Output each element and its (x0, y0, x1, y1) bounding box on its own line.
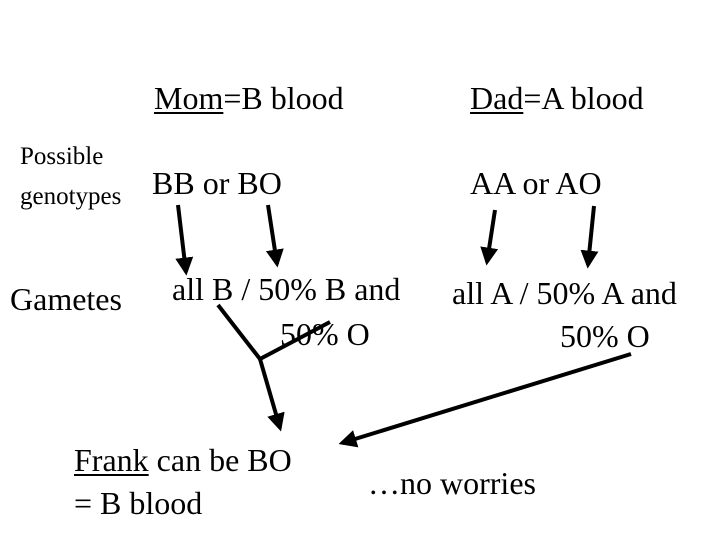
mom-genotypes: BB or BO (152, 165, 282, 201)
frank-conclusion: Frank can be BO (74, 444, 292, 476)
gametes-label: Gametes (10, 281, 122, 317)
dad-gametes-line2: 50% O (560, 318, 650, 354)
dad-aa-arrow (480, 209, 499, 266)
genotypes-label-line2: genotypes (20, 183, 122, 210)
dad-genotypes: AA or AO (470, 165, 602, 201)
mom-header: Mom=B blood (154, 82, 344, 114)
genotypes-label-line1: Possible (20, 143, 104, 170)
mom-to-frank-arrow (258, 358, 285, 432)
frank-name: Frank (74, 442, 149, 478)
mom-label: Mom (154, 80, 224, 116)
dad-to-frank-arrow (338, 352, 632, 448)
mom-gametes-line1: all B / 50% B and (172, 271, 401, 307)
mom-blood-type: =B blood (223, 80, 344, 116)
mom-gamete-connector-left (216, 303, 262, 361)
dad-blood-type: =A blood (523, 80, 644, 116)
frank-genotype: can be BO (148, 442, 292, 478)
frank-blood-type: = B blood (74, 485, 203, 521)
mom-bb-arrow (175, 204, 194, 276)
mom-bo-arrow (265, 204, 284, 268)
dad-gametes-line1: all A / 50% A and (452, 275, 677, 311)
mom-gamete-connector-right (259, 320, 331, 361)
no-worries-note: …no worries (368, 465, 536, 501)
dad-header: Dad=A blood (470, 82, 644, 114)
dad-label: Dad (470, 80, 524, 116)
dad-ao-arrow (580, 205, 599, 269)
